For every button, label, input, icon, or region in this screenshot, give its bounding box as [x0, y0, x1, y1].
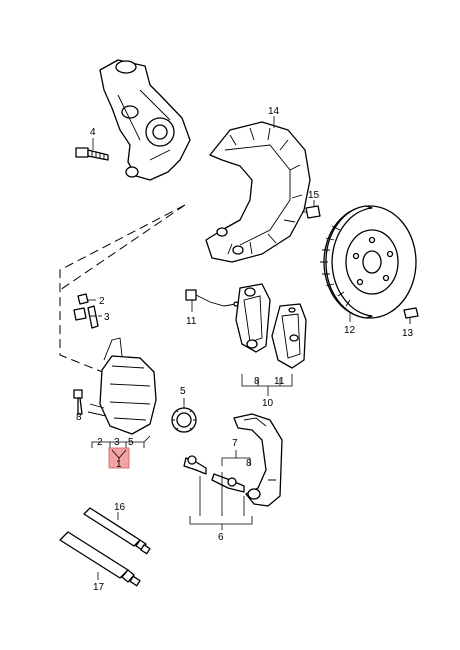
splash-shield — [205, 121, 311, 263]
guide-pin-lower — [211, 473, 245, 493]
label-3: 3 — [104, 312, 110, 323]
label-8-bolt: 8 — [76, 412, 82, 423]
group10-label-10: 10 — [262, 398, 274, 409]
bolt-13 — [403, 307, 419, 324]
group10-label-11: 11 — [274, 376, 285, 387]
group1-label-1: 1 — [116, 459, 122, 470]
label-15: 15 — [308, 190, 320, 201]
brake-pad-outer — [235, 283, 271, 353]
piston-seal — [171, 407, 197, 433]
label-13: 13 — [402, 328, 414, 339]
grease-tube-16 — [83, 507, 151, 555]
bleed-screw-2 — [77, 293, 89, 305]
group6-label-7: 7 — [232, 438, 238, 449]
group10-label-8: 8 — [254, 376, 260, 387]
bracket-1 — [91, 435, 151, 448]
bolt-15 — [302, 205, 321, 219]
label-11: 11 — [186, 316, 197, 327]
label-12: 12 — [344, 325, 356, 336]
bolt-4 — [75, 147, 109, 161]
group1-label-5: 5 — [128, 437, 134, 448]
group6-label-6: 6 — [218, 532, 224, 543]
brake-disc — [320, 205, 417, 319]
bolt-8 — [73, 389, 83, 415]
grease-tube-17 — [59, 531, 141, 587]
brake-pad-inner — [271, 303, 307, 369]
bracket-6-upper — [221, 450, 251, 466]
group6-label-8: 8 — [246, 458, 252, 469]
steering-knuckle — [99, 59, 191, 181]
bleed-cap — [73, 307, 87, 321]
label-4: 4 — [90, 127, 96, 138]
bracket-1-inner — [111, 449, 127, 462]
assembly-outline — [59, 204, 186, 376]
brake-caliper — [87, 337, 157, 435]
group1-label-2: 2 — [97, 437, 103, 448]
wear-sensor — [185, 289, 239, 307]
guide-pin-upper — [183, 455, 207, 475]
bracket-10 — [241, 374, 293, 396]
label-16: 16 — [114, 502, 126, 513]
label-17: 17 — [93, 582, 105, 593]
label-14: 14 — [268, 106, 280, 117]
caliper-bracket — [233, 413, 283, 507]
label-2: 2 — [99, 296, 105, 307]
group1-label-3: 3 — [114, 437, 120, 448]
label-5: 5 — [180, 386, 186, 397]
bracket-6-lower — [189, 516, 253, 530]
connector-6-a — [199, 472, 245, 516]
bleed-valve — [87, 305, 99, 329]
